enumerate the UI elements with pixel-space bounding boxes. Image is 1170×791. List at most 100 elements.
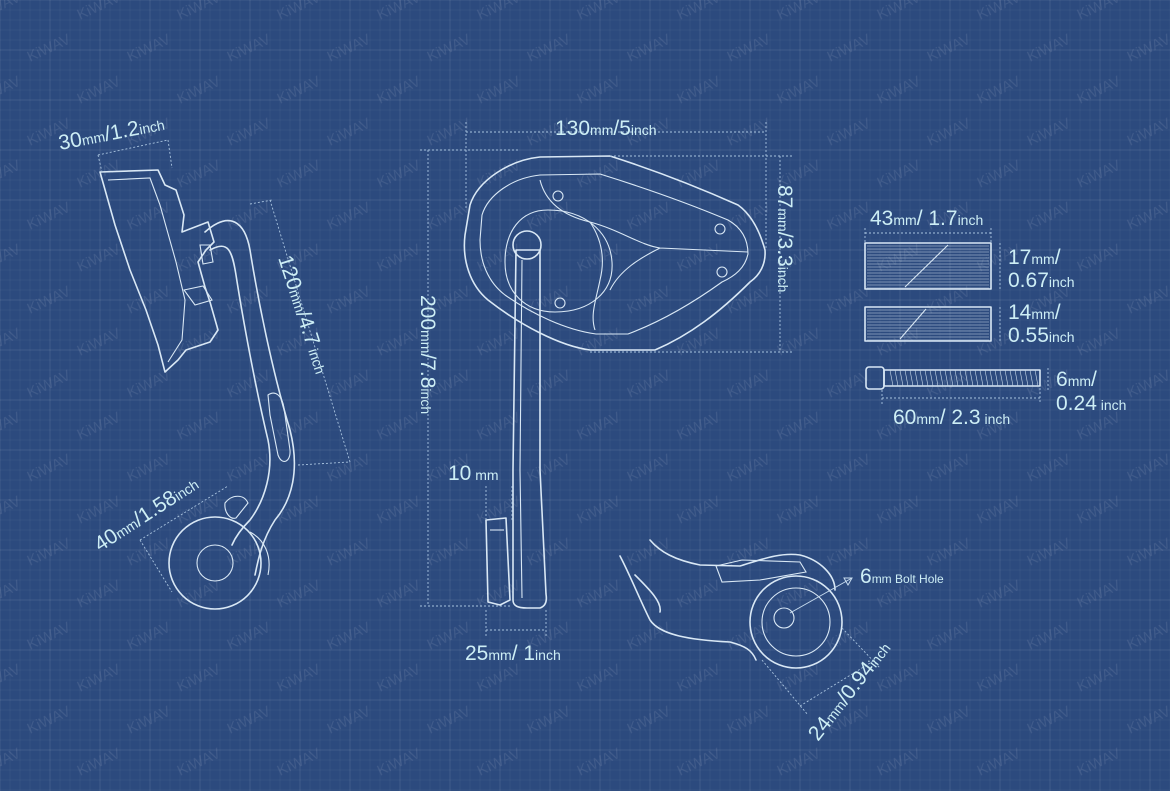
thread-line [974, 369, 979, 387]
thread-line [924, 369, 929, 387]
label-spacer2-height-mm: 14mm/ [1008, 301, 1061, 324]
front-view-bolt-4 [554, 297, 566, 309]
thread-line [909, 369, 914, 387]
label-spacer1-height-mm: 17mm/ [1008, 246, 1061, 269]
thread-line [994, 369, 999, 387]
side-view-arm-slot [267, 392, 291, 462]
label-bolt-length: 60mm/ 2.3 inch [893, 406, 1010, 429]
label-side-width: 30mm/1.2inch [57, 112, 167, 155]
thread-line [944, 369, 949, 387]
label-side-clamp: 40mm/1.58inch [90, 472, 202, 556]
dim-ext-side-width-b [167, 139, 173, 169]
label-clamp-diameter: 24mm/0.94inch [804, 637, 895, 745]
front-view-stem [512, 249, 548, 609]
thread-line [899, 369, 904, 387]
thread-line [1014, 369, 1019, 387]
side-view-clamp [168, 516, 262, 610]
dim-ext-side-height-a [249, 199, 273, 205]
thread-line [969, 369, 974, 387]
side-view-pivot [224, 495, 249, 519]
side-view-mirror-head [99, 169, 219, 373]
spacer-large-diagonal [904, 244, 949, 288]
thread-line [984, 369, 989, 387]
thread-line [1009, 369, 1014, 387]
front-view-center-ridge [539, 179, 749, 331]
leader-bolt-hole [789, 577, 853, 614]
label-total-height: 200mm/7.8inch [416, 295, 439, 414]
thread-line [1024, 369, 1029, 387]
spacer-small-diagonal [899, 308, 927, 340]
front-view-mirror-inner [479, 173, 749, 335]
dim-line-side-clamp [139, 485, 229, 541]
label-side-height: 120mm/4.7 inch [273, 252, 333, 376]
thread-line [964, 369, 969, 387]
thread-line [1004, 369, 1009, 387]
front-view-mirror-head [463, 155, 766, 351]
clamp-detail-bolt-hole [773, 607, 795, 629]
label-bolt-diameter-inch: 0.24 inch [1056, 392, 1126, 415]
dim-ext-side-clamp [139, 539, 173, 593]
thread-line [959, 369, 964, 387]
label-spacer1-height-inch: 0.67inch [1008, 269, 1075, 292]
side-view-joint [199, 244, 214, 265]
dim-ext-clamp-b [841, 627, 881, 669]
label-bolt-hole: 6mm Bolt Hole [860, 565, 944, 588]
label-spacer2-height-inch: 0.55inch [1008, 324, 1075, 347]
thread-line [1034, 369, 1039, 387]
thread-line [999, 369, 1004, 387]
parts-view: 43mm/ 1.7inch 17mm/ 0.67inch 14mm/ 0.55i… [864, 207, 1126, 429]
side-view-mirror-face [107, 177, 186, 363]
side-view-notch [183, 285, 213, 306]
spacer-large [864, 242, 992, 290]
label-front-width: 130mm/5inch [555, 117, 657, 140]
label-bolt-diameter-mm: 6mm/ [1056, 368, 1097, 391]
thread-line [934, 369, 939, 387]
front-view-bolt-2 [714, 223, 726, 235]
dim-ext-side-width-a [97, 154, 103, 173]
thread-line [1029, 369, 1034, 387]
dim-ext-side-height-b [297, 461, 351, 466]
front-view: 130mm/5inch 87mm/3.3inch 200mm/7.8inch 1… [416, 117, 796, 665]
front-view-bolt-3 [716, 266, 728, 278]
thread-line [979, 369, 984, 387]
front-view-stem-joint [512, 230, 542, 260]
side-view-clamp-hole [196, 544, 234, 582]
thread-line [919, 369, 924, 387]
thread-line [929, 369, 934, 387]
spacer-small [864, 306, 992, 342]
bolt-head [865, 366, 885, 390]
label-front-height: 87mm/3.3inch [773, 185, 796, 292]
front-view-stem-edge [519, 259, 523, 599]
thread-line [954, 369, 959, 387]
thread-line [914, 369, 919, 387]
bolt-thread [889, 369, 1039, 387]
clamp-detail-ring [749, 575, 843, 669]
thread-line [1019, 369, 1024, 387]
label-spacer-width: 43mm/ 1.7inch [870, 207, 983, 230]
dim-line-side-height [269, 199, 351, 463]
label-base-width: 25mm/ 1inch [465, 642, 561, 665]
label-arm-thickness: 10 mm [448, 462, 499, 485]
thread-line [904, 369, 909, 387]
leader-arrow [843, 577, 853, 587]
thread-line [949, 369, 954, 387]
front-view-bolt-1 [552, 190, 564, 202]
side-view: 30mm/1.2inch 120mm/4.7 inch 40mm/1.58inc… [57, 112, 351, 610]
spacer-large-hatch [867, 245, 989, 289]
thread-line [939, 369, 944, 387]
side-view-clamp-edge [249, 531, 270, 576]
front-view-base [485, 517, 511, 606]
clamp-detail-ring-inner [761, 587, 831, 657]
bolt-shaft [883, 369, 1041, 387]
dim-line-clamp-diameter [799, 659, 876, 707]
thread-line [989, 369, 994, 387]
thread-line [894, 369, 899, 387]
thread-line [889, 369, 894, 387]
clamp-detail-sleeve [715, 559, 807, 583]
front-view-cutout [504, 209, 613, 313]
spacer-small-hatch [867, 309, 989, 341]
clamp-detail-view: 6mm Bolt Hole 24mm/0.94inch [619, 539, 944, 745]
